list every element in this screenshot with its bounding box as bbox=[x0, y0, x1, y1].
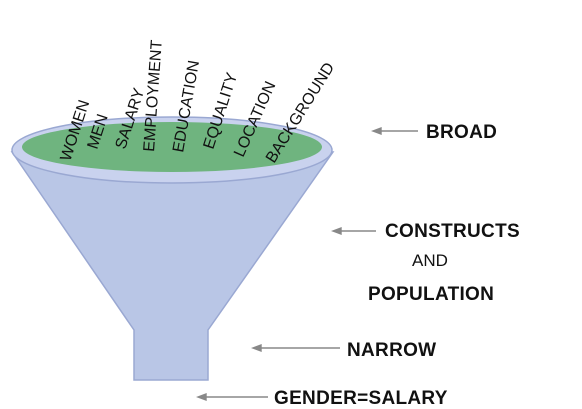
arrow-narrow-head bbox=[251, 343, 262, 353]
callout-and: AND bbox=[412, 251, 448, 270]
funnel-content bbox=[22, 122, 322, 172]
arrow-gender-salary-head bbox=[196, 392, 207, 402]
callout-narrow: NARROW bbox=[347, 340, 436, 361]
callout-broad: BROAD bbox=[426, 122, 497, 143]
callout-constructs: CONSTRUCTS bbox=[385, 221, 520, 242]
arrow-broad-head bbox=[371, 126, 382, 136]
funnel-cone bbox=[10, 151, 335, 381]
arrow-constructs-head bbox=[331, 226, 342, 236]
callout-population: POPULATION bbox=[368, 284, 494, 305]
callout-gender-salary: GENDER=SALARY bbox=[274, 388, 448, 409]
